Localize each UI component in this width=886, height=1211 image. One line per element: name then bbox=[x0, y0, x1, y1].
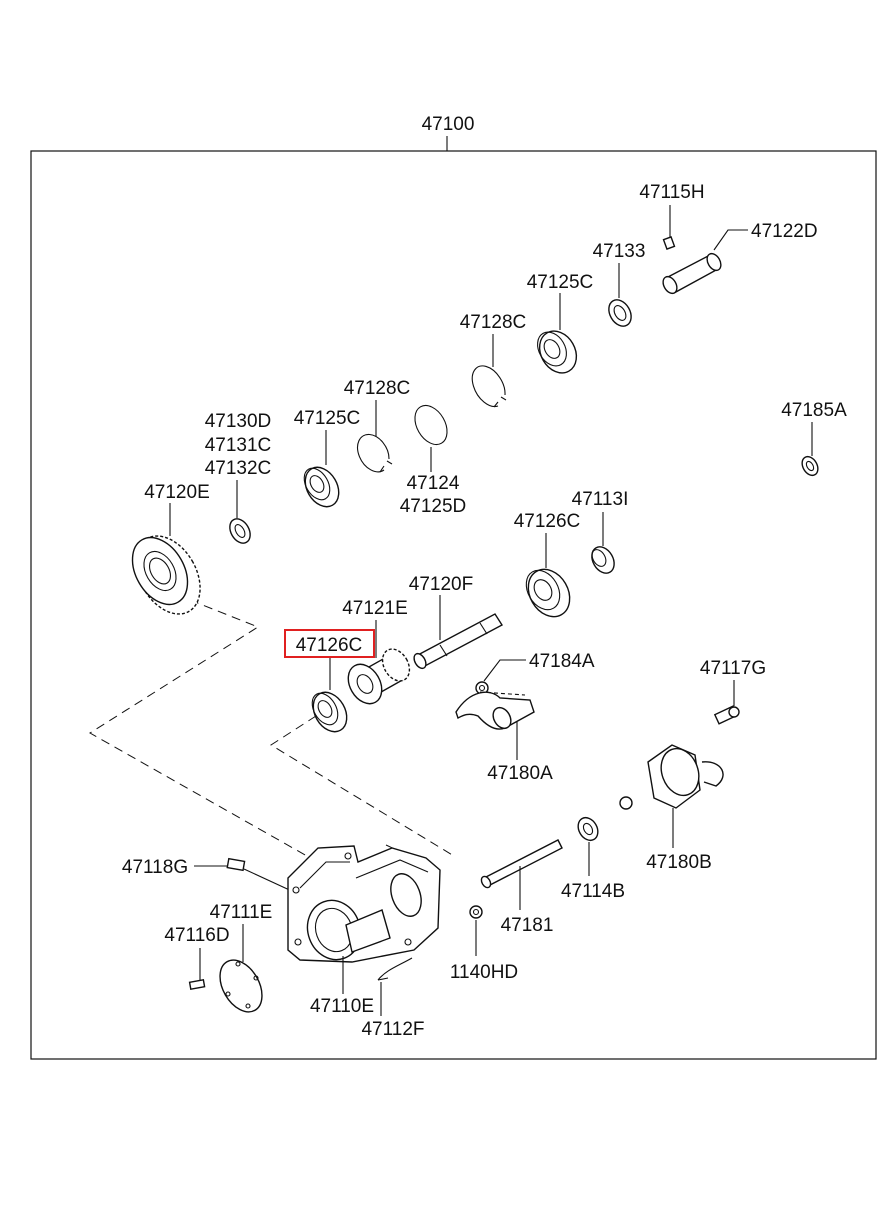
highlight-box-47126C bbox=[284, 629, 375, 658]
label-47120F[interactable]: 47120F bbox=[409, 574, 473, 595]
label-47124[interactable]: 47124 bbox=[407, 473, 460, 494]
label-47116D[interactable]: 47116D bbox=[164, 925, 229, 946]
label-47184A[interactable]: 47184A bbox=[529, 651, 595, 672]
part-47180B-cover[interactable] bbox=[619, 743, 724, 810]
label-47110E[interactable]: 47110E bbox=[310, 996, 374, 1017]
label-47126C-boxed[interactable]: 47126C bbox=[296, 635, 363, 656]
part-47126C-bearing-left[interactable] bbox=[307, 686, 354, 737]
part-47111E-cover[interactable] bbox=[211, 953, 270, 1019]
assembly-label: 47100 bbox=[422, 114, 475, 135]
label-47122D[interactable]: 47122D bbox=[751, 221, 818, 242]
part-47180A-fork[interactable] bbox=[455, 691, 535, 732]
part-47185A-nut[interactable] bbox=[799, 454, 821, 478]
label-47118G[interactable]: 47118G bbox=[122, 857, 188, 878]
part-47116D-screw[interactable] bbox=[188, 979, 206, 990]
part-47113I-seal[interactable] bbox=[587, 543, 618, 577]
label-47125C-mid[interactable]: 47125C bbox=[294, 408, 361, 429]
label-1140HD[interactable]: 1140HD bbox=[450, 962, 518, 983]
label-47185A[interactable]: 47185A bbox=[781, 400, 847, 421]
part-47121E-gear[interactable] bbox=[342, 644, 415, 709]
label-47132C[interactable]: 47132C bbox=[205, 458, 272, 479]
part-47125C-bearing-mid[interactable] bbox=[299, 461, 346, 512]
part-47120E-gear[interactable] bbox=[121, 525, 213, 626]
label-47114B[interactable]: 47114B bbox=[561, 881, 625, 902]
assembly-frame bbox=[30, 150, 877, 1060]
part-47118G-pin[interactable] bbox=[226, 857, 246, 872]
label-47130D[interactable]: 47130D bbox=[205, 411, 272, 432]
part-1140HD-bolt[interactable] bbox=[469, 905, 483, 919]
leader-47122D bbox=[713, 229, 748, 251]
part-labels: 47115H 47122D 47133 47125C 47128C 47128C… bbox=[122, 182, 847, 1040]
label-47113I[interactable]: 47113I bbox=[572, 489, 629, 510]
part-47125C-bearing-top[interactable] bbox=[532, 324, 584, 379]
part-47124-ring[interactable] bbox=[408, 400, 453, 450]
label-47125D[interactable]: 47125D bbox=[400, 496, 467, 517]
label-47117G[interactable]: 47117G bbox=[700, 658, 766, 679]
part-47133-washer[interactable] bbox=[604, 296, 635, 330]
part-47112F-clip[interactable] bbox=[377, 957, 413, 981]
part-47128C-snapring-mid[interactable] bbox=[357, 433, 393, 473]
label-47125C-top[interactable]: 47125C bbox=[527, 272, 594, 293]
label-47181[interactable]: 47181 bbox=[501, 915, 554, 936]
label-47111E[interactable]: 47111E bbox=[210, 902, 273, 923]
label-47180A[interactable]: 47180A bbox=[487, 763, 553, 784]
label-47120E[interactable]: 47120E bbox=[144, 482, 210, 503]
label-47115H[interactable]: 47115H bbox=[639, 182, 704, 203]
label-47121E[interactable]: 47121E bbox=[342, 598, 408, 619]
label-47128C-mid[interactable]: 47128C bbox=[344, 378, 411, 399]
part-47181-rod[interactable] bbox=[480, 839, 563, 889]
part-47120F-shaft[interactable] bbox=[412, 613, 503, 670]
label-47131C[interactable]: 47131C bbox=[205, 435, 272, 456]
leader-47184A bbox=[483, 659, 526, 682]
assembly-guide-lines bbox=[89, 599, 455, 871]
part-47122D-sleeve[interactable] bbox=[660, 251, 723, 296]
part-47110E-housing[interactable] bbox=[287, 845, 441, 967]
part-47114B-seal[interactable] bbox=[574, 814, 602, 844]
label-47128C-top[interactable]: 47128C bbox=[460, 312, 527, 333]
label-47126C-right[interactable]: 47126C bbox=[514, 511, 581, 532]
part-47126C-bearing-right[interactable] bbox=[520, 562, 578, 624]
label-47180B[interactable]: 47180B bbox=[646, 852, 712, 873]
part-47117G-bolt[interactable] bbox=[713, 705, 740, 725]
part-47115H-pin[interactable] bbox=[662, 236, 676, 250]
label-47133[interactable]: 47133 bbox=[593, 241, 646, 262]
label-47112F[interactable]: 47112F bbox=[361, 1019, 424, 1040]
part-47130D-washer[interactable] bbox=[226, 515, 255, 547]
part-47128C-snapring-top[interactable] bbox=[471, 365, 507, 408]
